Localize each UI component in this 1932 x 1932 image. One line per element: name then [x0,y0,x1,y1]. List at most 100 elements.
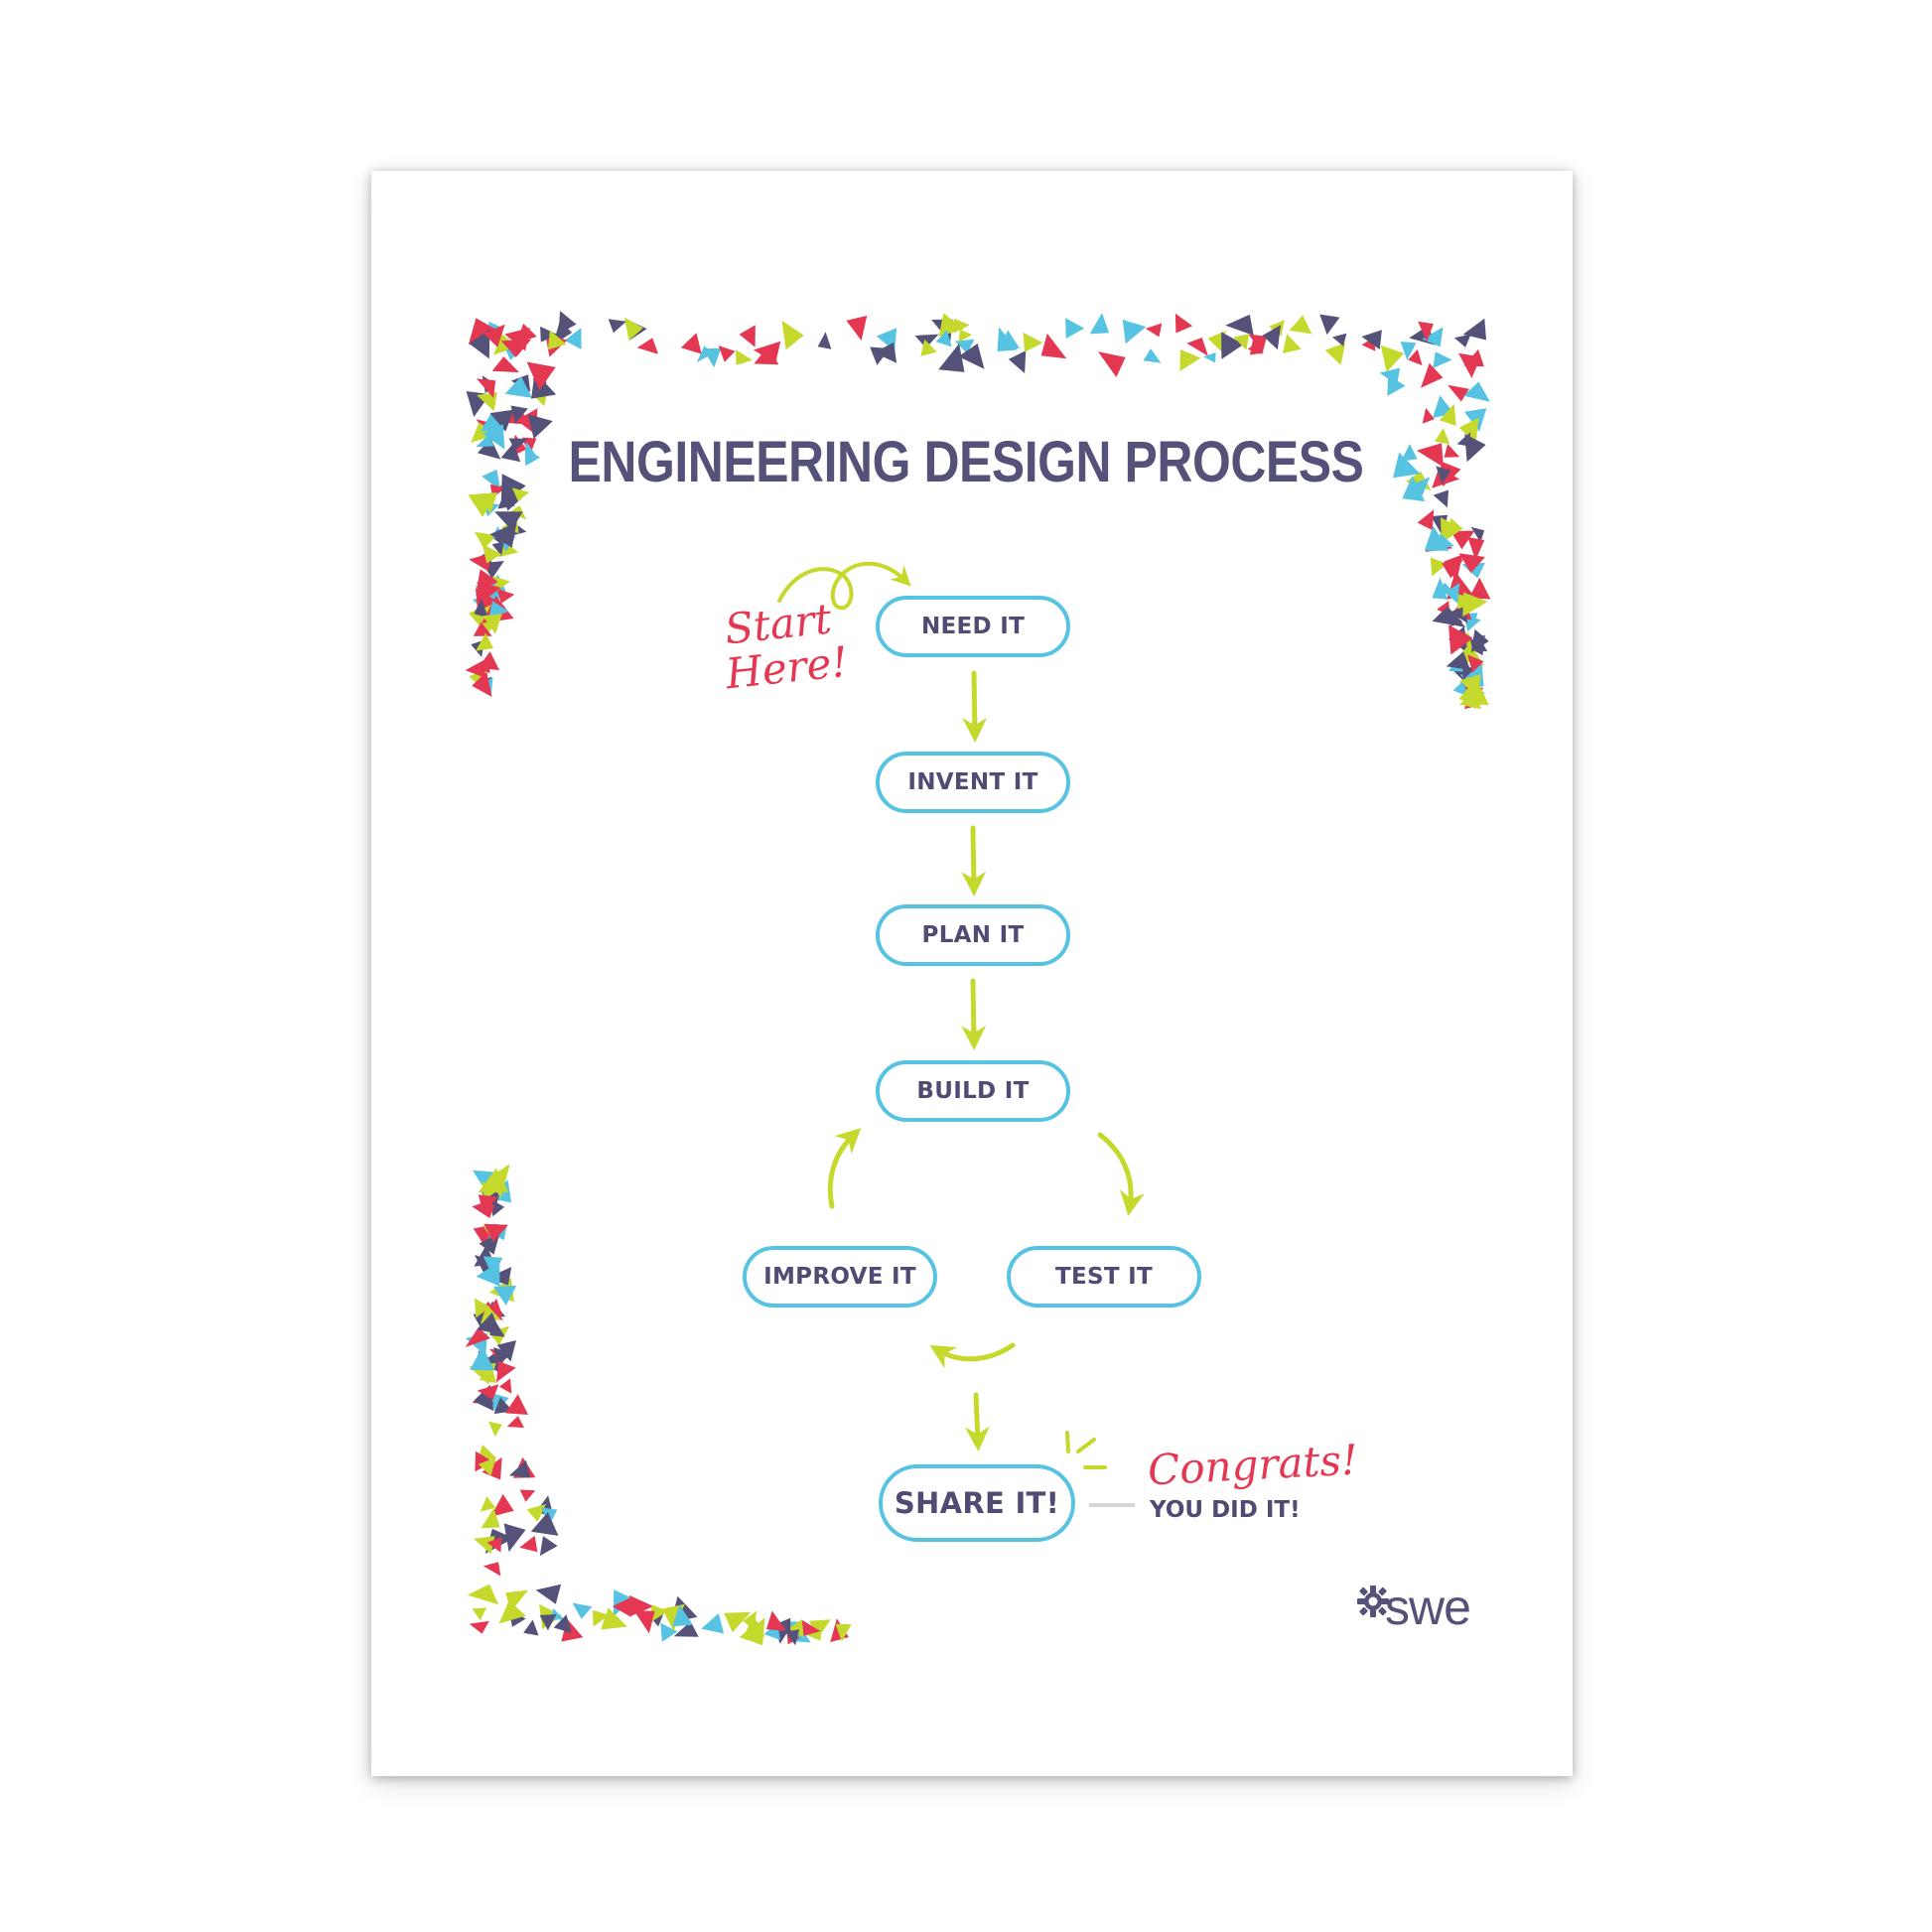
confetti-triangle [1418,321,1434,343]
confetti-triangle [1432,577,1448,600]
confetti-triangle [784,1629,800,1646]
confetti-triangle [488,601,509,620]
confetti-triangle [478,1457,496,1476]
confetti-triangle [1458,685,1477,707]
confetti-triangle [636,338,658,354]
confetti-triangle [1459,674,1481,697]
confetti-triangle [754,345,779,365]
confetti-triangle [958,329,973,343]
confetti-triangle [1432,606,1466,627]
confetti-triangle [500,339,532,357]
confetti-triangle [498,1378,512,1394]
gear-icon [1357,1586,1389,1617]
confetti-triangle [1433,351,1452,368]
confetti-triangle [1174,313,1193,334]
step-build-it: BUILD IT [876,1060,1070,1122]
confetti-triangle [496,1361,516,1383]
confetti-triangle [1433,489,1449,508]
confetti-triangle [1186,338,1208,356]
confetti-triangle [1145,323,1163,338]
confetti-triangle [509,1459,530,1478]
confetti-triangle [1462,318,1486,341]
confetti-triangle [477,438,501,460]
confetti-triangle [475,1450,494,1472]
confetti-triangle [474,599,489,619]
confetti-triangle [1464,434,1486,463]
confetti-triangle [1467,537,1485,561]
confetti-triangle [490,1493,514,1517]
confetti-triangle [920,339,937,356]
confetti-triangle [660,1622,678,1642]
confetti-triangle [491,541,504,557]
confetti-triangle [478,651,500,671]
confetti-triangle [469,329,490,359]
confetti-triangle [1439,403,1456,426]
confetti-triangle [1179,349,1201,371]
confetti-triangle [477,1312,501,1335]
confetti-triangle [483,424,505,450]
confetti-triangle [601,1607,627,1630]
confetti-triangle [473,621,492,636]
confetti-triangle [608,319,626,334]
confetti-triangle [1248,334,1267,353]
confetti-triangle [1467,654,1484,673]
confetti-triangle [701,1613,725,1634]
confetti-triangle [506,1416,524,1429]
confetti-triangle [1324,343,1346,365]
page-title: ENGINEERING DESIGN PROCESS [568,430,1364,494]
confetti-triangle [504,376,532,398]
confetti-triangle [486,1536,502,1553]
confetti-triangle [539,1614,557,1631]
confetti-triangle [1470,628,1489,653]
confetti-triangle [1470,526,1485,543]
confetti-triangle [1448,384,1469,402]
confetti-triangle [526,361,556,391]
confetti-triangle [465,1327,490,1347]
confetti-triangle [1402,476,1426,502]
confetti-triangle [540,326,558,343]
confetti-triangle [483,324,505,347]
confetti-triangle [1440,461,1461,487]
confetti-triangle [935,330,952,347]
confetti-triangle [1319,314,1340,336]
confetti-triangle [1098,351,1126,377]
confetti-triangle [527,414,553,439]
confetti-triangle [612,1596,632,1617]
confetti-triangle [623,317,643,342]
confetti-triangle [1421,362,1444,388]
confetti-triangle [572,1602,593,1619]
congrats-subtitle: YOU DID IT! [1150,1497,1301,1523]
confetti-triangle [1401,444,1418,462]
confetti-triangle [1444,444,1460,458]
confetti-triangle [510,405,528,424]
confetti-triangle [736,349,753,365]
confetti-triangle [914,334,939,348]
confetti-triangle [1400,342,1417,360]
confetti-triangle [1203,352,1216,363]
confetti-triangle [539,1536,558,1557]
confetti-triangle [1089,313,1110,335]
confetti-triangle [548,330,567,350]
confetti-triangle [500,443,521,463]
confetti-triangle [477,378,496,399]
confetti-triangle [523,1619,539,1636]
confetti-triangle [1262,325,1281,350]
confetti-triangle [649,1604,669,1623]
confetti-triangle [491,356,519,373]
confetti-triangle [1468,577,1491,600]
confetti-triangle [1221,332,1244,359]
confetti-triangle [468,318,497,345]
confetti-triangle [718,345,736,362]
confetti-triangle [467,1584,499,1605]
confetti-triangle [470,1345,494,1371]
confetti-triangle [955,339,975,354]
confetti-triangle [477,582,501,601]
confetti-triangle [1449,517,1462,536]
confetti-triangle [496,1340,516,1362]
confetti-triangle [1408,348,1423,366]
confetti-triangle [476,632,494,651]
confetti-triangle [469,1620,489,1634]
confetti-triangle [489,522,517,548]
start-note-line2: Here! [723,636,851,699]
confetti-triangle [483,1562,501,1577]
